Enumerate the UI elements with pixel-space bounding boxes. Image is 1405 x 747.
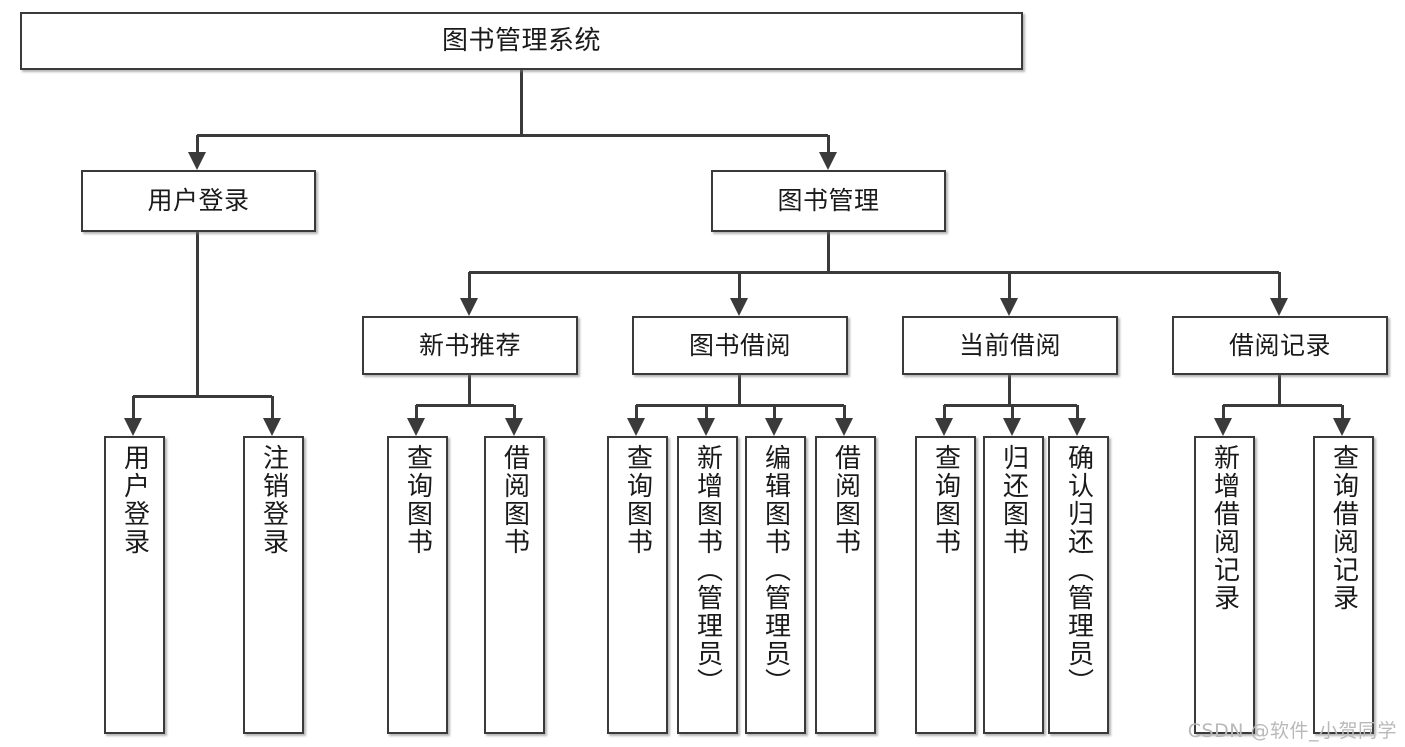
connector-root-bus: [197, 134, 828, 137]
leaf-query-book-rec-label: 查询图书: [402, 444, 433, 556]
leaf-borrow-book-rec-label: 借阅图书: [499, 444, 530, 556]
node-borrow-record-label: 借阅记录: [1228, 330, 1331, 360]
arrowhead-icon: [407, 418, 425, 436]
arrowhead-icon: [1000, 298, 1018, 316]
node-book-borrow[interactable]: 图书借阅: [632, 316, 848, 375]
node-borrow-record[interactable]: 借阅记录: [1172, 316, 1388, 375]
leaf-query-book-current-label: 查询图书: [930, 444, 961, 556]
leaf-user-login[interactable]: 用户登录: [104, 436, 165, 734]
connector-line-vertical: [705, 405, 708, 422]
arrowhead-icon: [819, 152, 837, 170]
leaf-query-book-current[interactable]: 查询图书: [915, 436, 976, 734]
leaf-query-borrow-record-label: 查询借阅记录: [1328, 444, 1359, 612]
leaf-return-book-label: 归还图书: [998, 444, 1029, 556]
arrowhead-icon: [935, 418, 953, 436]
connector-line-vertical: [1278, 272, 1281, 302]
connector-line-vertical: [1341, 405, 1344, 422]
connector-user-login-bus: [133, 395, 272, 398]
leaf-user-login-label: 用户登录: [119, 444, 150, 556]
arrowhead-icon: [1333, 418, 1351, 436]
connector-line-vertical: [635, 405, 638, 422]
leaf-logout-login-label: 注销登录: [258, 444, 289, 556]
connector-new-book-recommend-bus: [416, 404, 514, 407]
connector-book-borrow-bus: [636, 404, 844, 407]
node-book-borrow-label: 图书借阅: [688, 330, 791, 360]
connector-line-vertical: [468, 272, 471, 302]
leaf-logout-login[interactable]: 注销登录: [243, 436, 304, 734]
leaf-add-borrow-record[interactable]: 新增借阅记录: [1194, 436, 1255, 734]
arrowhead-icon: [188, 152, 206, 170]
arrowhead-icon: [124, 418, 142, 436]
leaf-add-book-admin[interactable]: 新增图书（管理员）: [677, 436, 738, 734]
arrowhead-icon: [1068, 418, 1086, 436]
node-user-login-label: 用户登录: [147, 186, 250, 216]
leaf-query-book-borrow[interactable]: 查询图书: [607, 436, 668, 734]
connector-book-manage-stem: [827, 232, 830, 272]
node-current-borrow[interactable]: 当前借阅: [902, 316, 1118, 375]
arrowhead-icon: [835, 418, 853, 436]
leaf-query-borrow-record[interactable]: 查询借阅记录: [1313, 436, 1374, 734]
leaf-edit-book-admin-label: 编辑图书（管理员）: [760, 444, 791, 696]
connector-line-vertical: [738, 272, 741, 302]
connector-line-vertical: [196, 135, 199, 156]
leaf-query-book-borrow-label: 查询图书: [622, 444, 653, 556]
arrowhead-icon: [1003, 418, 1021, 436]
connector-line-vertical: [415, 405, 418, 422]
arrowhead-icon: [1214, 418, 1232, 436]
leaf-edit-book-admin[interactable]: 编辑图书（管理员）: [745, 436, 806, 734]
node-book-manage[interactable]: 图书管理: [711, 170, 946, 232]
node-book-manage-label: 图书管理: [777, 186, 880, 216]
arrowhead-icon: [460, 298, 478, 316]
arrowhead-icon: [627, 418, 645, 436]
leaf-add-book-admin-label: 新增图书（管理员）: [692, 444, 723, 696]
connector-borrow-record-stem: [1278, 375, 1281, 405]
arrowhead-icon: [1270, 298, 1288, 316]
connector-line-vertical: [1011, 405, 1014, 422]
leaf-confirm-return-admin[interactable]: 确认归还（管理员）: [1048, 436, 1109, 734]
connector-current-borrow-stem: [1008, 375, 1011, 405]
connector-line-vertical: [1222, 405, 1225, 422]
node-root[interactable]: 图书管理系统: [20, 12, 1023, 70]
arrowhead-icon: [730, 298, 748, 316]
connector-line-vertical: [132, 396, 135, 422]
connector-line-vertical: [943, 405, 946, 422]
connector-line-vertical: [1076, 405, 1079, 422]
leaf-borrow-book[interactable]: 借阅图书: [815, 436, 876, 734]
connector-line-vertical: [513, 405, 516, 422]
leaf-return-book[interactable]: 归还图书: [983, 436, 1044, 734]
arrowhead-icon: [505, 418, 523, 436]
connector-line-vertical: [1008, 272, 1011, 302]
connector-new-book-recommend-stem: [468, 375, 471, 405]
node-current-borrow-label: 当前借阅: [958, 330, 1061, 360]
connector-current-borrow-bus: [944, 404, 1077, 407]
leaf-borrow-book-label: 借阅图书: [830, 444, 861, 556]
connector-user-login-stem: [196, 232, 199, 396]
node-new-book-recommend[interactable]: 新书推荐: [362, 316, 578, 375]
connector-line-vertical: [271, 396, 274, 422]
node-user-login[interactable]: 用户登录: [81, 170, 316, 232]
leaf-add-borrow-record-label: 新增借阅记录: [1209, 444, 1240, 612]
connector-line-vertical: [773, 405, 776, 422]
connector-line-vertical: [827, 135, 830, 156]
node-new-book-recommend-label: 新书推荐: [418, 330, 521, 360]
connector-book-manage-bus: [469, 271, 1279, 274]
leaf-borrow-book-rec[interactable]: 借阅图书: [484, 436, 545, 734]
arrowhead-icon: [263, 418, 281, 436]
leaf-query-book-rec[interactable]: 查询图书: [387, 436, 448, 734]
connector-line-vertical: [843, 405, 846, 422]
watermark: CSDN @软件_小贺同学: [1187, 720, 1397, 742]
arrowhead-icon: [697, 418, 715, 436]
node-root-label: 图书管理系统: [441, 25, 601, 56]
arrowhead-icon: [765, 418, 783, 436]
leaf-confirm-return-admin-label: 确认归还（管理员）: [1063, 444, 1094, 696]
connector-borrow-record-bus: [1223, 404, 1342, 407]
connector-book-borrow-stem: [738, 375, 741, 405]
connector-root-stem: [520, 70, 523, 135]
